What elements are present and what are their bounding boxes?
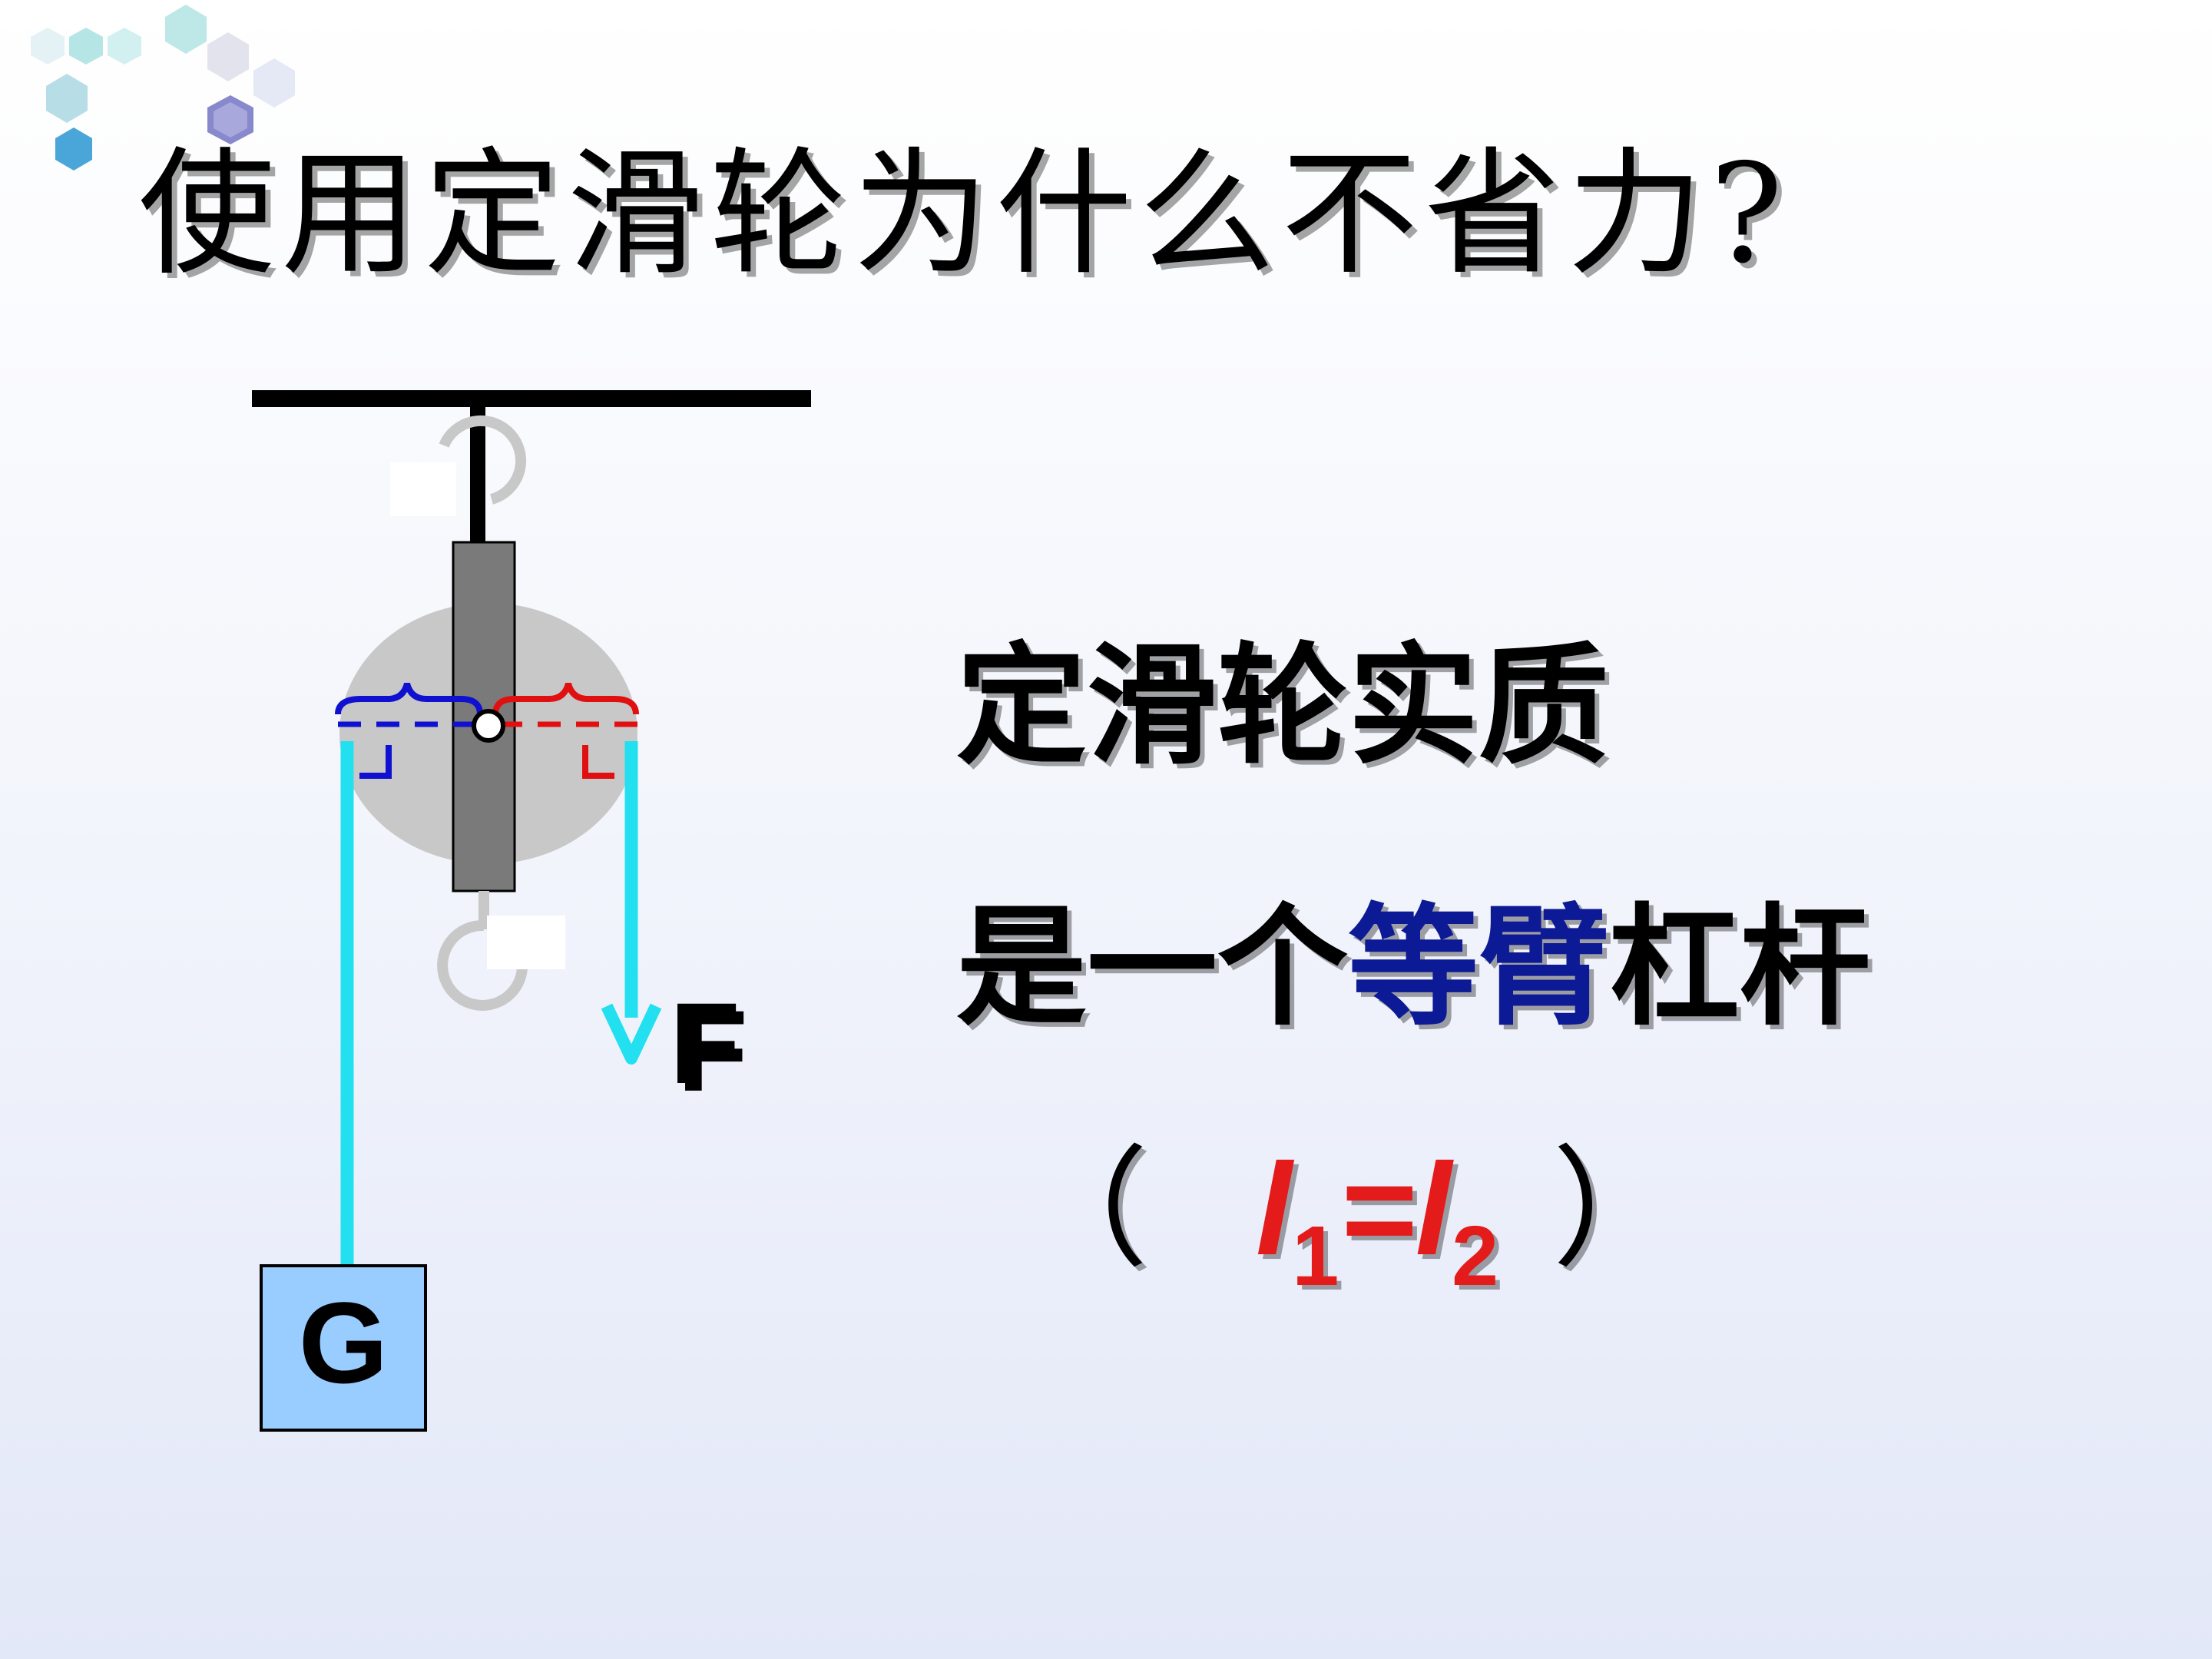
right-arm-brace	[492, 682, 639, 715]
bottom-hook-mask	[487, 916, 565, 969]
l2-symbol: l	[1415, 1137, 1452, 1283]
left-arm-brace	[335, 682, 483, 715]
bottom-hook	[437, 919, 528, 1011]
line2-prefix: 是一个	[956, 892, 1349, 1044]
paren-open: （	[1018, 1134, 1149, 1286]
line2-highlight: 等臂	[1348, 892, 1610, 1044]
conclusion-line-2: 是一个等臂杠杆	[956, 902, 1870, 1033]
decorative-hexagons	[31, 5, 295, 171]
fulcrum-pivot	[472, 709, 505, 743]
force-label: F	[670, 979, 740, 1108]
l1-symbol: l	[1256, 1137, 1293, 1283]
formula-line: （l1=l2）	[1018, 1144, 1683, 1299]
weight-label: G	[299, 1278, 389, 1407]
hexagon-pattern	[31, 5, 295, 171]
equals-sign: =	[1339, 1137, 1416, 1283]
left-right-angle-mark	[359, 745, 392, 779]
paren-close: ）	[1552, 1134, 1684, 1286]
top-hook-mask	[390, 462, 456, 516]
l2-subscript: 2	[1451, 1209, 1499, 1303]
force-arrow-head	[601, 1003, 662, 1065]
conclusion-line-1: 定滑轮实质	[956, 631, 1610, 783]
right-right-angle-mark	[582, 745, 614, 779]
top-hook	[439, 415, 526, 505]
equal-arm-formula: l1=l2	[1256, 1144, 1498, 1299]
line2-suffix: 杠杆	[1609, 892, 1871, 1044]
l1-subscript: 1	[1292, 1209, 1339, 1303]
ceiling-beam	[252, 390, 811, 407]
weight-box	[260, 1264, 427, 1432]
support-rod	[470, 407, 485, 545]
page-title: 使用定滑轮为什么不省力?	[138, 134, 1790, 293]
force-label-shadow: F	[677, 986, 748, 1115]
